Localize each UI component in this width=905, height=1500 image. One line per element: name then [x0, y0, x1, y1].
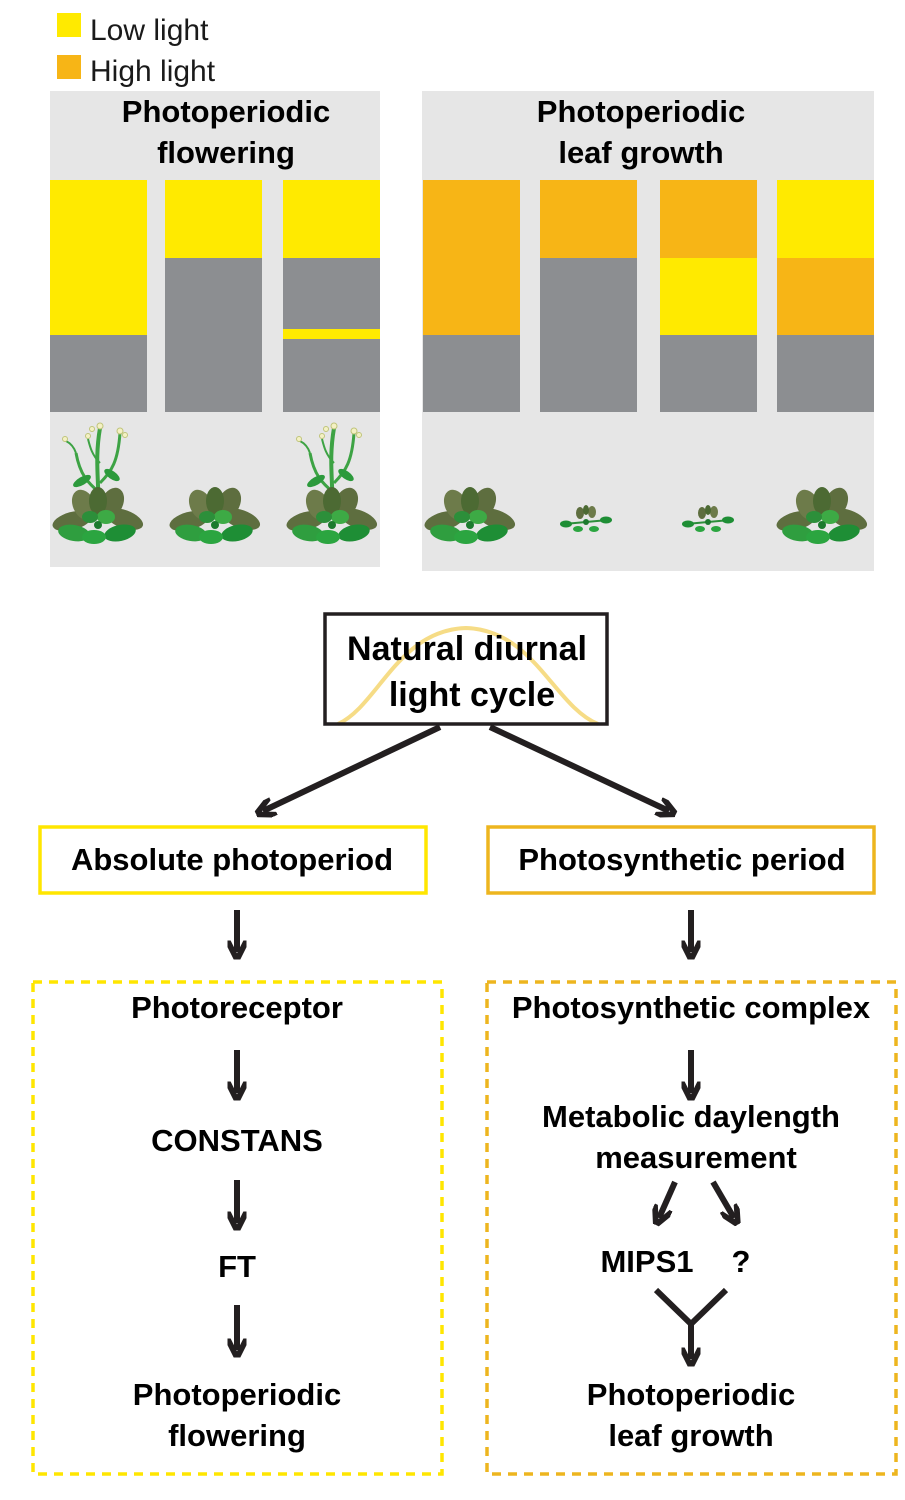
flowering-output-line1: Photoperiodic [133, 1377, 341, 1412]
flowering-panel: Photoperiodic flowering [50, 91, 380, 567]
leaf-col2-dark [540, 258, 637, 412]
leaf-growth-panel: Photoperiodic leaf growth [422, 91, 874, 571]
arrow-to-unknown [710, 1180, 734, 1218]
leaf-col4-high-light [777, 258, 874, 335]
photosynthetic-period-label: Photosynthetic period [518, 842, 845, 877]
ft-label: FT [218, 1249, 256, 1284]
photoreceptor-pathway-box [31, 980, 444, 1476]
leaf-growth-output-line2: leaf growth [608, 1418, 773, 1453]
mips1-label: MIPS1 [600, 1244, 693, 1279]
constans-label: CONSTANS [151, 1123, 323, 1158]
leaf-col4-low-light [777, 180, 874, 258]
light-cycle-box [323, 612, 609, 726]
leaf-col3-low-light [660, 258, 757, 335]
absolute-photoperiod-branch: Absolute photoperiod Photoreceptor CONST… [31, 825, 444, 1476]
legend-label-low-light: Low light [90, 14, 209, 47]
flowering-col3-dark [283, 258, 380, 329]
flowering-panel-title-line1: Photoperiodic [122, 94, 330, 129]
photosynthetic-pathway-box [485, 980, 898, 1476]
flowering-col2-low-light [165, 180, 262, 258]
arrow-to-mips1 [659, 1180, 678, 1218]
legend-label-high-light: High light [90, 55, 216, 88]
flowering-col2-dark [165, 258, 262, 412]
flowering-col3-low-light [283, 180, 380, 258]
absolute-photoperiod-label: Absolute photoperiod [71, 842, 393, 877]
flowering-col3-dark-2 [283, 339, 380, 412]
leaf-col1-high-light [423, 180, 520, 335]
sun-curve [337, 625, 599, 726]
legend: Low light High light [57, 13, 216, 88]
photosynthetic-complex-label: Photosynthetic complex [512, 990, 871, 1025]
converging-connector [653, 1287, 729, 1329]
flowering-col1-dark [50, 335, 147, 412]
leaf-col1-dark [423, 335, 520, 412]
flowering-panel-title-line2: flowering [157, 135, 295, 170]
metabolic-daylength-line1: Metabolic daylength [542, 1099, 840, 1134]
arrow-to-photosynthetic-period [488, 724, 669, 811]
photosynthetic-period-box [486, 825, 876, 895]
arrow-to-absolute-photoperiod [263, 724, 442, 811]
light-cycle-line2: light cycle [389, 676, 555, 714]
flowering-output-line2: flowering [168, 1418, 306, 1453]
absolute-photoperiod-box [38, 825, 428, 895]
legend-swatch-low-light [57, 13, 81, 37]
leaf-growth-panel-title-line2: leaf growth [558, 135, 723, 170]
light-cycle-node: Natural diurnal light cycle [323, 612, 609, 726]
photoreceptor-label: Photoreceptor [131, 990, 343, 1025]
flowering-col3-night-break [283, 329, 380, 339]
unknown-factor-label: ? [732, 1244, 751, 1279]
leaf-growth-panel-title-line1: Photoperiodic [537, 94, 745, 129]
legend-swatch-high-light [57, 55, 81, 79]
metabolic-daylength-line2: measurement [595, 1140, 797, 1175]
photosynthetic-period-branch: Photosynthetic period Photosynthetic com… [485, 825, 898, 1476]
leaf-col3-dark [660, 335, 757, 412]
leaf-growth-output-line1: Photoperiodic [587, 1377, 795, 1412]
flowering-col1-low-light [50, 180, 147, 335]
leaf-col4-dark [777, 335, 874, 412]
leaf-col3-high-light [660, 180, 757, 258]
light-cycle-line1: Natural diurnal [347, 630, 587, 668]
leaf-col2-high-light [540, 180, 637, 258]
